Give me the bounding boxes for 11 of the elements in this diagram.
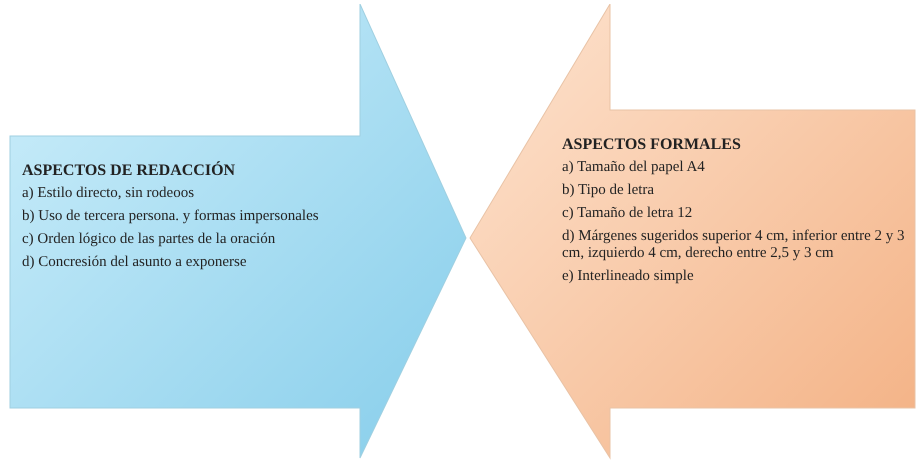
list-item: e) Interlineado simple: [562, 268, 695, 285]
heading: ASPECTOS FORMALES: [562, 136, 742, 153]
heading: ASPECTOS DE REDACCIÓN: [22, 162, 236, 179]
list-item: c) Tamaño de letra 12: [562, 205, 694, 222]
list-item: d) Márgenes sugeridos superior 4 cm, inferior entre 2 y 3 cm, izquierdo 4 cm, derecho entre 2,5 y 3 cm: [562, 228, 906, 262]
list-item: b) Uso de tercera persona. y formas impersonales: [22, 208, 320, 225]
list-item: a) Estilo directo, sin rodeoos: [22, 185, 196, 202]
list-item: b) Tipo de letra: [562, 182, 656, 199]
list-item: c) Orden lógico de las partes de la oración: [22, 231, 276, 248]
list-item: a) Tamaño del papel A4: [562, 159, 706, 176]
list-item: d) Concresión del asunto a exponerse: [22, 254, 248, 271]
